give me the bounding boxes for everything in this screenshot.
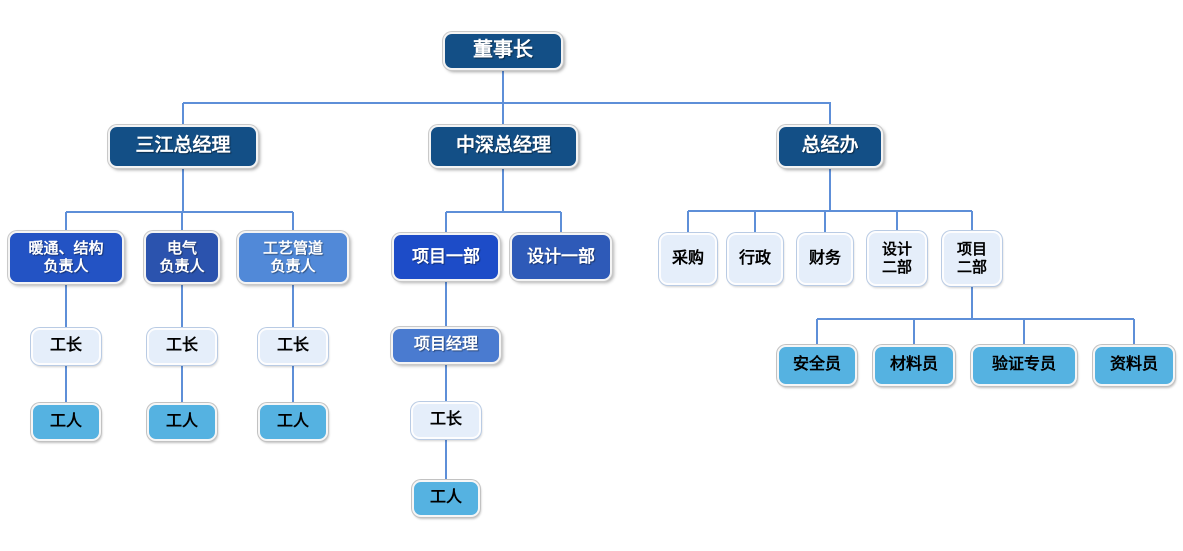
node-project-dept-2: 项目 二部 bbox=[942, 231, 1002, 286]
node-project-manager: 项目经理 bbox=[391, 327, 501, 364]
node-process-piping-lead: 工艺管道 负责人 bbox=[237, 231, 349, 284]
node-foreman-2: 工长 bbox=[147, 328, 217, 365]
node-chairman: 董事长 bbox=[443, 32, 563, 70]
node-general-office: 总经办 bbox=[777, 125, 883, 168]
node-foreman-1: 工长 bbox=[31, 328, 101, 365]
node-sanjiang-gm: 三江总经理 bbox=[108, 125, 258, 168]
node-foreman-3: 工长 bbox=[258, 328, 328, 365]
node-foreman-4: 工长 bbox=[411, 402, 481, 439]
node-procurement: 采购 bbox=[659, 233, 717, 285]
node-design-dept-2: 设计 二部 bbox=[867, 231, 927, 286]
node-finance: 财务 bbox=[797, 233, 853, 285]
node-electrical-lead: 电气 负责人 bbox=[144, 231, 220, 284]
node-project-dept-1: 项目一部 bbox=[392, 233, 500, 281]
node-design-dept-1: 设计一部 bbox=[510, 233, 612, 281]
node-materials-officer: 材料员 bbox=[873, 345, 955, 386]
node-worker-4: 工人 bbox=[412, 480, 480, 517]
node-safety-officer: 安全员 bbox=[777, 345, 857, 386]
node-worker-3: 工人 bbox=[258, 403, 328, 441]
node-documentation-officer: 资料员 bbox=[1093, 345, 1175, 386]
node-worker-2: 工人 bbox=[147, 403, 217, 441]
node-zhongshen-gm: 中深总经理 bbox=[429, 125, 578, 168]
node-worker-1: 工人 bbox=[31, 403, 101, 441]
node-hvac-structure-lead: 暖通、结构 负责人 bbox=[8, 231, 124, 284]
node-administration: 行政 bbox=[727, 233, 783, 285]
node-verification-specialist: 验证专员 bbox=[971, 345, 1077, 386]
